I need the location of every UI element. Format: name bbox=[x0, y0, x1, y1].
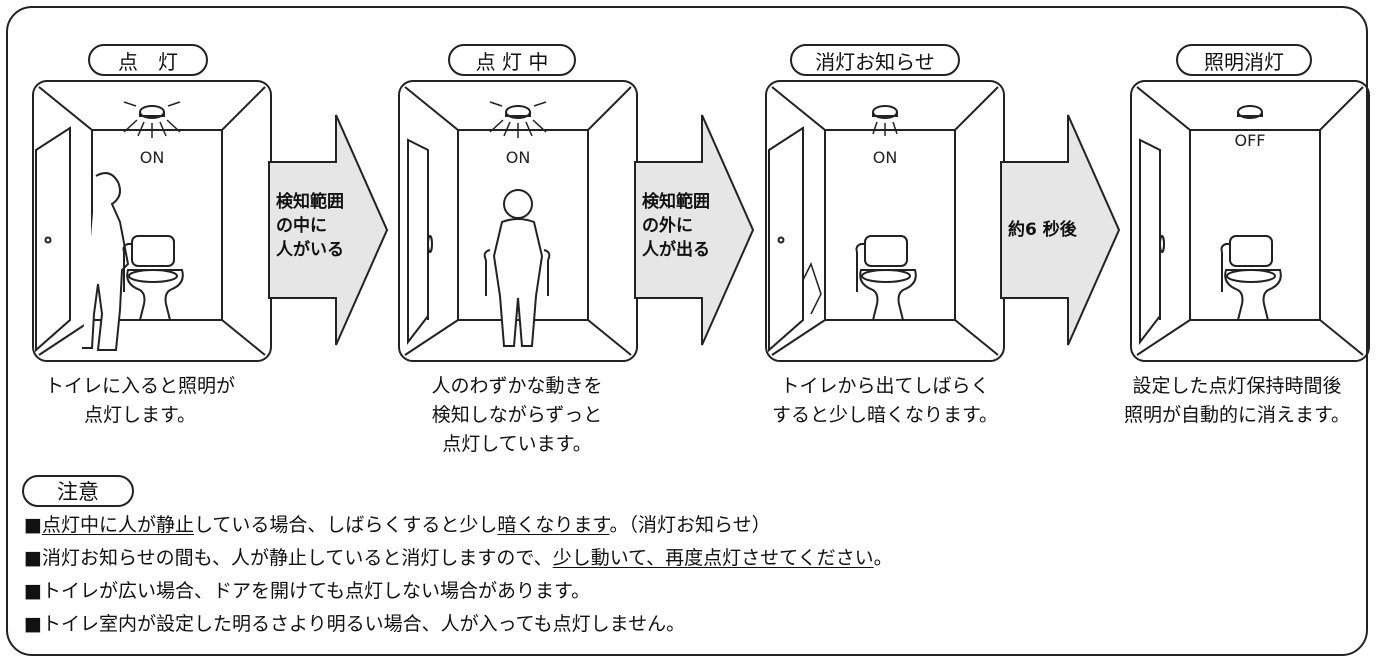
transition-arrow-2: 検知範囲 の外に 人が出る bbox=[634, 114, 755, 346]
arrow2-line1: 検知範囲 bbox=[642, 192, 710, 212]
caption-2: 人のわずかな動きを 検知しながらずっと 点灯しています。 bbox=[392, 372, 642, 459]
caption-2-line3: 点灯しています。 bbox=[442, 433, 592, 455]
arrow1-line1: 検知範囲 bbox=[276, 192, 344, 212]
caption-4-line1: 設定した点灯保持時間後 bbox=[1132, 375, 1342, 397]
note-1-underline-1: 静止 bbox=[155, 514, 194, 536]
caution-label: 注意 bbox=[22, 475, 134, 507]
note-2: ■消灯お知らせの間も、人が静止していると消灯しますので、少し動いて、再度点灯させ… bbox=[24, 542, 893, 575]
note-3-text: トイレが広い場合、ドアを開けても点灯しない場合があります。 bbox=[41, 580, 591, 602]
caption-2-line1: 人のわずかな動きを bbox=[431, 375, 603, 397]
note-bullet: ■ bbox=[24, 580, 42, 602]
note-2-a: 消灯お知らせの間も、人が静止していると消灯しますので、 bbox=[41, 547, 553, 569]
stage-title-2: 点 灯 中 bbox=[448, 44, 576, 76]
caption-3: トイレから出てしばらく すると少し暗くなります。 bbox=[750, 372, 1020, 430]
stage-title-3: 消灯お知らせ bbox=[790, 44, 960, 76]
caption-2-line2: 検知しながらずっと bbox=[431, 404, 603, 426]
stage-title-1: 点 灯 bbox=[88, 44, 208, 76]
note-2-c: 。 bbox=[873, 547, 893, 569]
note-1-c: 。（消灯お知らせ） bbox=[609, 514, 771, 536]
indicator-1: ON bbox=[140, 148, 165, 167]
arrow2-line3: 人が出る bbox=[642, 240, 710, 260]
note-4-text: トイレ室内が設定した明るさより明るい場合、人が入っても点灯しません。 bbox=[41, 613, 686, 635]
indicator-4: OFF bbox=[1235, 131, 1266, 150]
stage-illustration-4: OFF bbox=[1130, 80, 1370, 362]
indicator-3: ON bbox=[873, 148, 898, 167]
caption-1: トイレに入ると照明が 点灯します。 bbox=[20, 372, 260, 430]
arrow3-line1: 約6 秒後 bbox=[1008, 220, 1077, 240]
note-1-underline-2: 暗くなります bbox=[497, 514, 610, 536]
arrow2-line2: の外に bbox=[642, 216, 693, 236]
caption-1-line2: 点灯します。 bbox=[83, 404, 197, 426]
stage-illustration-3: ON bbox=[765, 80, 1005, 362]
stage-title-4: 照明消灯 bbox=[1176, 44, 1312, 76]
indicator-2: ON bbox=[506, 148, 531, 167]
note-1: ■点灯中に人が静止している場合、しばらくすると少し暗くなります。（消灯お知らせ） bbox=[24, 509, 893, 542]
note-bullet: ■ bbox=[24, 613, 42, 635]
transition-arrow-1: 検知範囲 の中に 人がいる bbox=[268, 114, 389, 346]
stage-illustration-2: ON bbox=[398, 80, 638, 362]
caption-4: 設定した点灯保持時間後 照明が自動的に消えます。 bbox=[1102, 372, 1372, 430]
caption-4-line2: 照明が自動的に消えます。 bbox=[1123, 404, 1351, 426]
note-3: ■トイレが広い場合、ドアを開けても点灯しない場合があります。 bbox=[24, 575, 893, 608]
note-1-b: している場合、しばらくすると少し bbox=[193, 514, 498, 536]
note-4: ■トイレ室内が設定した明るさより明るい場合、人が入っても点灯しません。 bbox=[24, 608, 893, 641]
stage-illustration-1: ON bbox=[32, 80, 272, 362]
caption-3-line1: トイレから出てしばらく bbox=[780, 375, 990, 397]
arrow1-line3: 人がいる bbox=[276, 240, 344, 260]
caution-notes: ■点灯中に人が静止している場合、しばらくすると少し暗くなります。（消灯お知らせ）… bbox=[24, 509, 893, 641]
arrow1-line2: の中に bbox=[276, 216, 327, 236]
note-bullet: ■ bbox=[24, 514, 42, 536]
caption-1-line1: トイレに入ると照明が bbox=[44, 375, 235, 397]
note-bullet: ■ bbox=[24, 547, 42, 569]
light-rays bbox=[123, 101, 181, 138]
outer-frame bbox=[6, 6, 1368, 656]
caption-3-line2: すると少し暗くなります。 bbox=[771, 404, 999, 426]
transition-arrow-3: 約6 秒後 bbox=[1000, 114, 1121, 346]
note-1-a: 点灯中に人が bbox=[41, 514, 156, 536]
note-2-underline: 少し動いて、再度点灯させてください bbox=[552, 547, 874, 569]
